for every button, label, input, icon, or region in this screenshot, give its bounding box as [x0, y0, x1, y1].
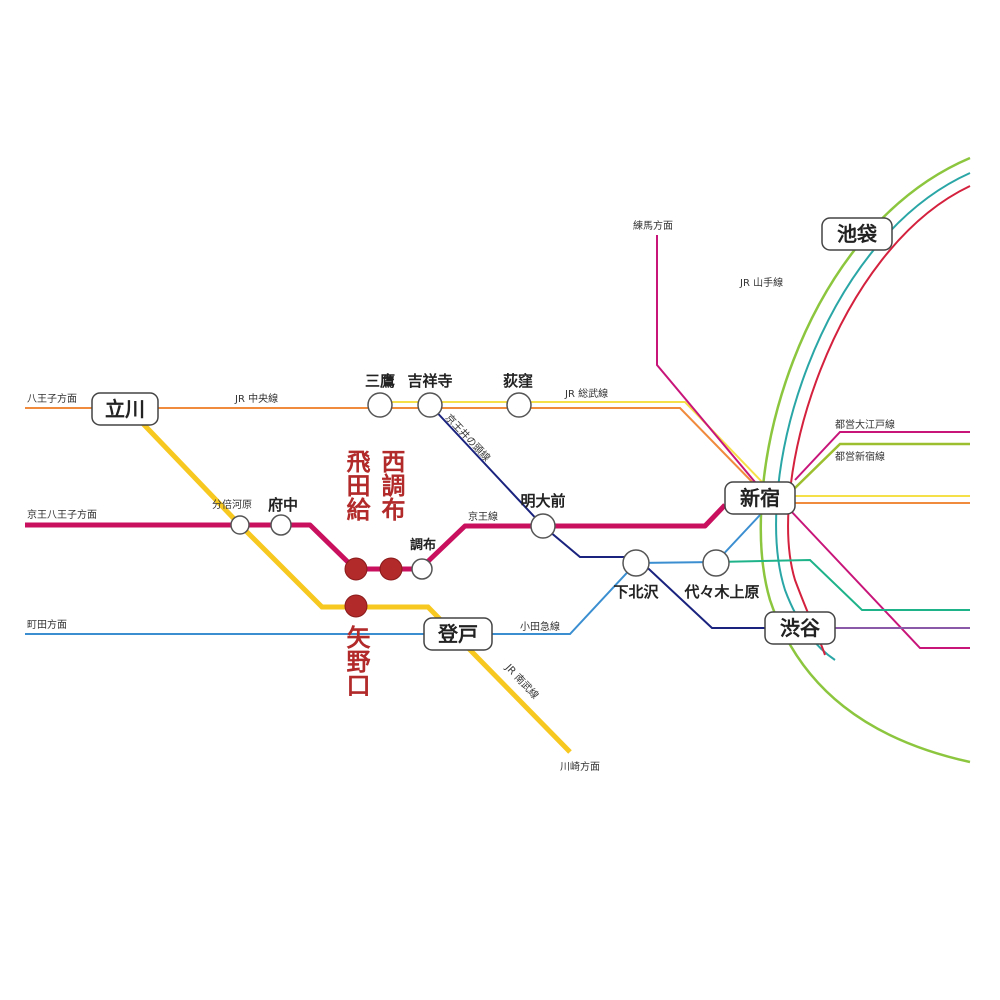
station-name-meidaimae: 明大前: [520, 492, 565, 510]
label-toei-shinjuku: 都営新宿線: [835, 450, 885, 463]
station-marker-mitaka[interactable]: [367, 392, 393, 418]
keio-inokashira-line: [429, 404, 765, 629]
station-marker-tobitakyu[interactable]: [344, 557, 368, 581]
station-box-shinjuku[interactable]: 新宿: [724, 481, 796, 515]
station-marker-yanokuchi[interactable]: [344, 594, 368, 618]
label-odakyu-line: 小田急線: [520, 620, 560, 633]
station-name-shimokitazawa: 下北沢: [613, 583, 659, 601]
station-box-noborito[interactable]: 登戸: [423, 617, 493, 651]
station-name-chofu: 調布: [410, 537, 436, 553]
station-marker-yoyogiuehara[interactable]: [702, 549, 730, 577]
label-jr-nambu: JR 南武線: [502, 660, 542, 701]
label-jr-yamanote: JR 山手線: [739, 276, 783, 289]
station-name-ogikubo: 荻窪: [503, 372, 533, 390]
label-machida-direction: 町田方面: [27, 618, 67, 631]
label-jr-sobu: JR 総武線: [564, 387, 608, 400]
station-name-mitaka: 三鷹: [365, 372, 395, 390]
station-name-nishichofu: 西調布: [377, 449, 405, 521]
chiyoda-line: [715, 558, 970, 611]
station-name-ikebukuro: 池袋: [837, 222, 878, 246]
oedo-nerima-line: [656, 235, 761, 489]
station-name-shinjuku: 新宿: [740, 486, 780, 510]
oedo-line: [794, 431, 970, 481]
station-marker-shimokitazawa[interactable]: [622, 549, 650, 577]
keio-line: [25, 503, 727, 572]
station-name-shibuya: 渋谷: [780, 616, 821, 640]
jr-nambu-line: [126, 406, 572, 754]
station-name-bubaigawara: 分倍河原: [212, 498, 252, 511]
station-box-tachikawa[interactable]: 立川: [91, 392, 159, 426]
toei-shinjuku-line: [794, 442, 970, 489]
station-box-ikebukuro[interactable]: 池袋: [821, 217, 893, 251]
label-nerima-direction: 練馬方面: [633, 219, 673, 232]
station-marker-meidaimae[interactable]: [530, 513, 556, 539]
station-name-noborito: 登戸: [437, 622, 478, 646]
label-keio-line: 京王線: [468, 510, 498, 523]
station-name-tobitakyu: 飛田給: [342, 449, 370, 521]
label-hachioji-direction: 八王子方面: [27, 392, 77, 405]
station-marker-nishichofu[interactable]: [379, 557, 403, 581]
label-jr-chuo: JR 中央線: [234, 392, 278, 405]
label-keio-hachioji-direction: 京王八王子方面: [27, 508, 97, 521]
station-name-kichijoji: 吉祥寺: [407, 372, 452, 390]
station-name-yanokuchi: 矢野口: [342, 624, 370, 697]
station-marker-bubaigawara[interactable]: [230, 515, 250, 535]
station-marker-kichijoji[interactable]: [417, 392, 443, 418]
station-name-fuchu: 府中: [268, 496, 298, 514]
station-name-yoyogiuehara: 代々木上原: [683, 583, 759, 601]
station-box-shibuya[interactable]: 渋谷: [764, 611, 836, 645]
label-kawasaki-direction: 川崎方面: [560, 760, 600, 773]
jr-sobu-line: [380, 401, 970, 497]
jr-chuo-line: [25, 407, 970, 504]
oedo-south-line: [789, 509, 970, 649]
label-keio-inokashira: 京王井の頭線: [443, 411, 493, 464]
label-toei-oedo: 都営大江戸線: [835, 418, 895, 431]
station-name-tachikawa: 立川: [105, 397, 145, 421]
station-marker-ogikubo[interactable]: [506, 392, 532, 418]
station-marker-chofu[interactable]: [411, 558, 433, 580]
station-marker-fuchu[interactable]: [270, 514, 292, 536]
